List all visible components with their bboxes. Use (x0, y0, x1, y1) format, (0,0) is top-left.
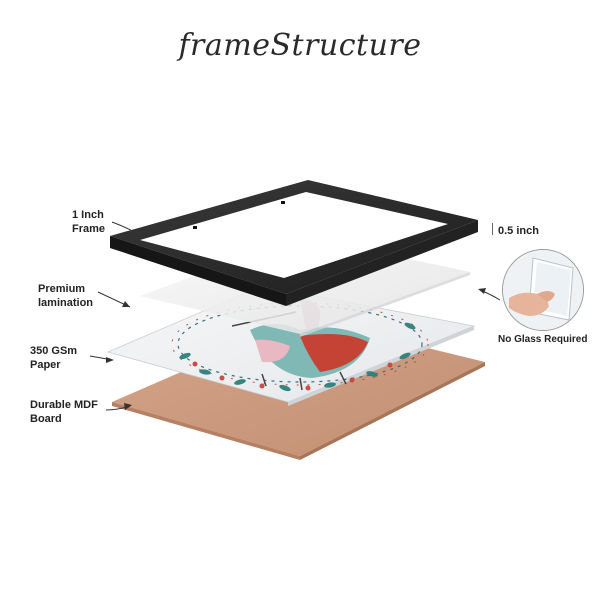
frame-label-line-2: Frame (72, 223, 106, 235)
board-label: Durable MDF Board (30, 398, 98, 426)
black-frame-layer (110, 180, 478, 306)
lamination-label-line-2: lamination (38, 297, 94, 309)
paper-label-line-1: 350 GSm (30, 345, 78, 357)
frame-label-line-1: 1 Inch (72, 209, 104, 221)
no-glass-label: No Glass Required (498, 334, 588, 345)
frame-label: 1 Inch Frame (72, 208, 105, 236)
lamination-label: Premium lamination (38, 282, 93, 310)
depth-measure-tick (492, 223, 493, 235)
depth-label: 0.5 inch (498, 225, 539, 237)
lamination-label-line-1: Premium (38, 283, 86, 295)
board-label-line-1: Durable MDF (30, 399, 98, 411)
paper-label-line-2: Paper (30, 359, 61, 371)
leader-arrows (89, 221, 501, 411)
no-glass-inset (502, 249, 584, 331)
page-title: frameStructure (178, 28, 422, 63)
board-label-line-2: Board (30, 413, 62, 425)
lamination-peel-image (503, 250, 583, 330)
paper-label: 350 GSm Paper (30, 344, 77, 372)
